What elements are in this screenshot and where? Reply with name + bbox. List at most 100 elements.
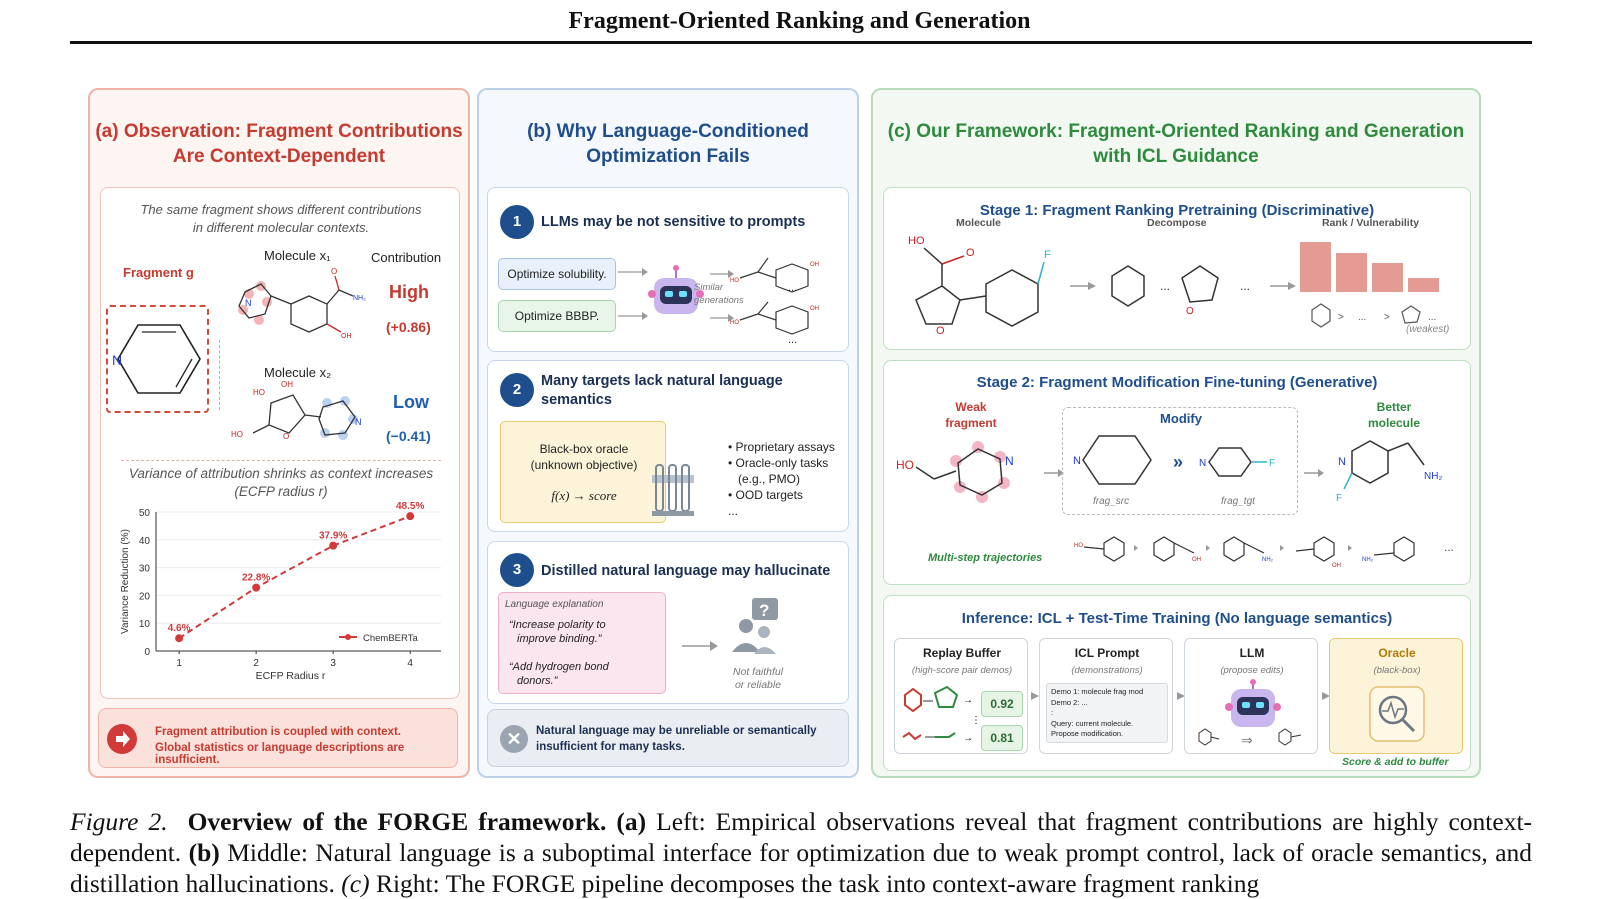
- prompt1-text: Optimize solubility.: [507, 267, 607, 281]
- divider: [121, 460, 441, 461]
- svg-text:→: →: [963, 695, 973, 706]
- llm-sub: (propose edits): [1220, 665, 1284, 676]
- chart-data-label: 4.6%: [168, 623, 191, 634]
- chart-data-label: 48.5%: [396, 501, 424, 512]
- oracle-card: Oracle (black-box): [1329, 638, 1463, 754]
- panel-b-footer: ✕ Natural language may be unreliable or …: [487, 709, 849, 767]
- similar-label-1: Similar: [694, 282, 724, 293]
- chart-data-label: 37.9%: [319, 531, 347, 542]
- chart-x-tick: 4: [407, 658, 413, 669]
- item2-title-2: semantics: [541, 392, 612, 408]
- svg-text:N: N: [112, 352, 122, 368]
- rank-bar: [1336, 253, 1367, 292]
- panel-b-title-1: (b) Why Language-Conditioned: [527, 121, 809, 142]
- item1-title: LLMs may be not sensitive to prompts: [541, 214, 806, 230]
- bullet-item: • OOD targets: [728, 488, 803, 502]
- similar-label-2: generations: [694, 295, 744, 306]
- molecule1-label: Molecule x₁: [264, 248, 331, 263]
- chart-x-label: ECFP Radius r: [256, 670, 326, 682]
- high-value: (+0.86): [386, 319, 431, 335]
- item1-box: 1 LLMs may be not sensitive to prompts O…: [487, 187, 849, 352]
- llm-card: LLM (propose edits) ⇒: [1184, 638, 1318, 754]
- variance-note-1: Variance of attribution shrinks as conte…: [128, 466, 434, 481]
- llm-edit-graphic: ⇒: [1198, 728, 1302, 748]
- close-circle-icon: ✕: [500, 725, 528, 753]
- caption-c-text: Right: The FORGE pipeline decomposes the…: [375, 869, 1260, 898]
- low-value: (−0.41): [386, 428, 431, 444]
- arrow-right-icon: [1322, 692, 1330, 700]
- svg-text:⋮: ⋮: [971, 715, 981, 726]
- svg-text:O: O: [936, 325, 945, 337]
- stage2-title: Stage 2: Fragment Modification Fine-tuni…: [976, 374, 1378, 391]
- svg-text:...: ...: [1428, 312, 1436, 323]
- figure-caption: Figure 2. Overview of the FORGE framewor…: [70, 806, 1532, 899]
- item2-title-1: Many targets lack natural language: [541, 373, 783, 389]
- robot-icon: [1225, 679, 1281, 727]
- bullet-item: (e.g., PMO): [738, 472, 801, 486]
- target-bullets: • Proprietary assays • Oracle-only tasks…: [728, 439, 835, 519]
- panel-a-title-1: (a) Observation: Fragment Contributions: [95, 121, 463, 142]
- caption-a-text: Left: Empirical observations reveal that…: [70, 807, 1533, 867]
- fragment-connector: [219, 340, 229, 410]
- svg-text:N: N: [1005, 454, 1014, 468]
- oracle-line2: (unknown objective): [530, 458, 638, 472]
- weak-fragment-1: Weak: [955, 400, 987, 414]
- caption-c-label: (c): [341, 869, 370, 898]
- svg-text:?: ?: [759, 601, 769, 620]
- svg-text:>: >: [1384, 312, 1390, 323]
- chart-point: [329, 541, 338, 550]
- oracle-sub: (black-box): [1373, 665, 1421, 676]
- panel-b: (b) Why Language-Conditioned Optimizatio…: [477, 88, 859, 778]
- icl-line: Propose modification.: [1051, 729, 1124, 738]
- replay-sub: (high-score pair demos): [911, 665, 1013, 676]
- icl-line: Query: current molecule.: [1051, 718, 1134, 728]
- prompt2-chip: Optimize BBBP.: [498, 300, 616, 332]
- svg-text:...: ...: [1240, 279, 1250, 293]
- arrow-right-icon: [1304, 469, 1324, 477]
- arrow-right-circle-icon: [107, 724, 137, 754]
- weak-fragment-molecule: HO N: [896, 441, 1014, 503]
- better-molecule-2: molecule: [1367, 416, 1421, 430]
- not-faithful-2: or reliable: [734, 679, 782, 691]
- item2-number: 2: [500, 373, 534, 407]
- svg-text:...: ...: [1444, 540, 1454, 554]
- svg-text:N: N: [1199, 458, 1206, 469]
- score-badge-2: 0.81: [981, 725, 1023, 751]
- panel-a-footer-line2: Global statistics or language descriptio…: [155, 742, 405, 766]
- llm-title: LLM: [1239, 646, 1265, 660]
- rank-bar: [1300, 242, 1331, 292]
- chart-y-tick: 30: [139, 564, 151, 575]
- replay-buffer-card: Replay Buffer (high-score pair demos) → …: [894, 638, 1028, 754]
- svg-text:HO: HO: [730, 278, 739, 284]
- chart-point: [406, 512, 415, 521]
- better-molecule-graphic: N F NH₂: [1336, 440, 1442, 504]
- modify-label: Modify: [1160, 411, 1202, 426]
- svg-text:O: O: [966, 247, 975, 259]
- chart-series-line: [178, 515, 411, 640]
- chart-data-label: 22.8%: [242, 573, 270, 584]
- svg-text:NH₂: NH₂: [353, 295, 366, 302]
- caption-a-label: (a): [616, 807, 647, 836]
- caption-b-label: (b): [188, 838, 220, 867]
- svg-text:NH₂: NH₂: [1424, 471, 1442, 482]
- quote1-line1: “Increase polarity to: [509, 619, 606, 631]
- col-molecule: Molecule: [956, 217, 1001, 229]
- fragment-box: N: [106, 305, 209, 413]
- bullet-item: ...: [728, 504, 739, 518]
- svg-text:NH₂: NH₂: [1262, 557, 1274, 563]
- caption-b-text: Middle: Natural language is a suboptimal…: [70, 838, 1533, 898]
- fragment-label: Fragment g: [123, 265, 194, 280]
- question-person-icon: ?: [732, 598, 778, 654]
- arrow-right-icon: [1177, 692, 1185, 700]
- svg-text:HO: HO: [1074, 543, 1083, 549]
- stage1-box: Stage 1: Fragment Ranking Pretraining (D…: [883, 187, 1471, 350]
- context-note-1: The same fragment shows different contri…: [140, 202, 422, 217]
- item2-box: 2 Many targets lack natural language sem…: [487, 360, 849, 532]
- svg-text:NH₂: NH₂: [1362, 557, 1374, 563]
- title-rule: [70, 41, 1532, 44]
- icl-line: :: [1051, 708, 1054, 717]
- chart-x-tick: 2: [253, 658, 259, 669]
- svg-text:HO: HO: [730, 320, 739, 326]
- pyridine-fragment-icon: N: [112, 324, 201, 394]
